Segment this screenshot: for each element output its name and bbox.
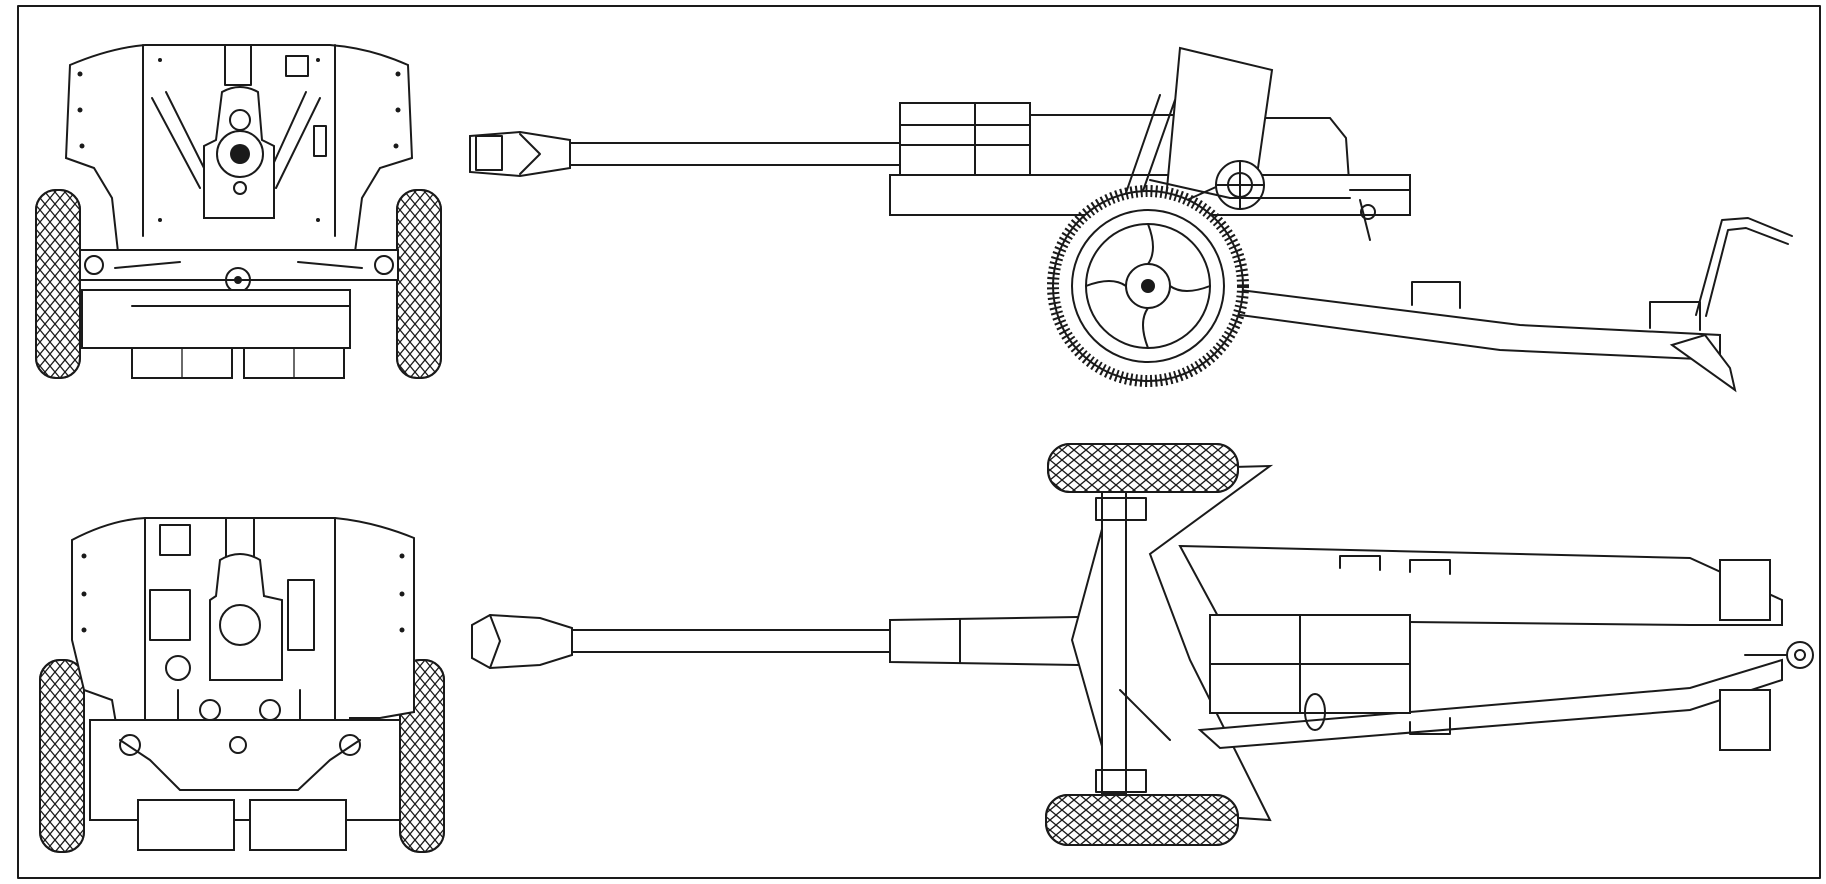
top-right-wheel [1045,794,1239,846]
side-view [469,46,1793,393]
rear-left-wheel [39,659,85,853]
side-barrel [569,142,901,166]
rear-trail-ends [137,799,347,851]
front-left-wheel [35,189,81,379]
front-view [35,44,442,379]
front-lower-plate [81,289,351,349]
top-left-trail [1178,544,1783,626]
side-muzzle-brake [469,130,571,178]
front-axle [79,249,399,281]
front-trail-ends [131,347,345,379]
top-muzzle-brake [471,613,573,670]
top-left-wheel [1047,443,1239,493]
top-view [471,443,1814,846]
top-axle [1101,491,1127,795]
sheet-border [17,5,1821,879]
side-spade [1669,333,1737,393]
rear-breech [209,553,283,681]
top-right-trail [1197,658,1783,750]
side-towing-handle [1695,217,1793,317]
side-elevation-handwheel [1215,160,1265,210]
top-barrel [571,629,891,653]
rear-view [39,517,445,853]
top-lunette [1786,641,1814,669]
front-right-wheel [396,189,442,379]
side-wheel [1047,185,1249,387]
top-spades [1719,559,1771,751]
